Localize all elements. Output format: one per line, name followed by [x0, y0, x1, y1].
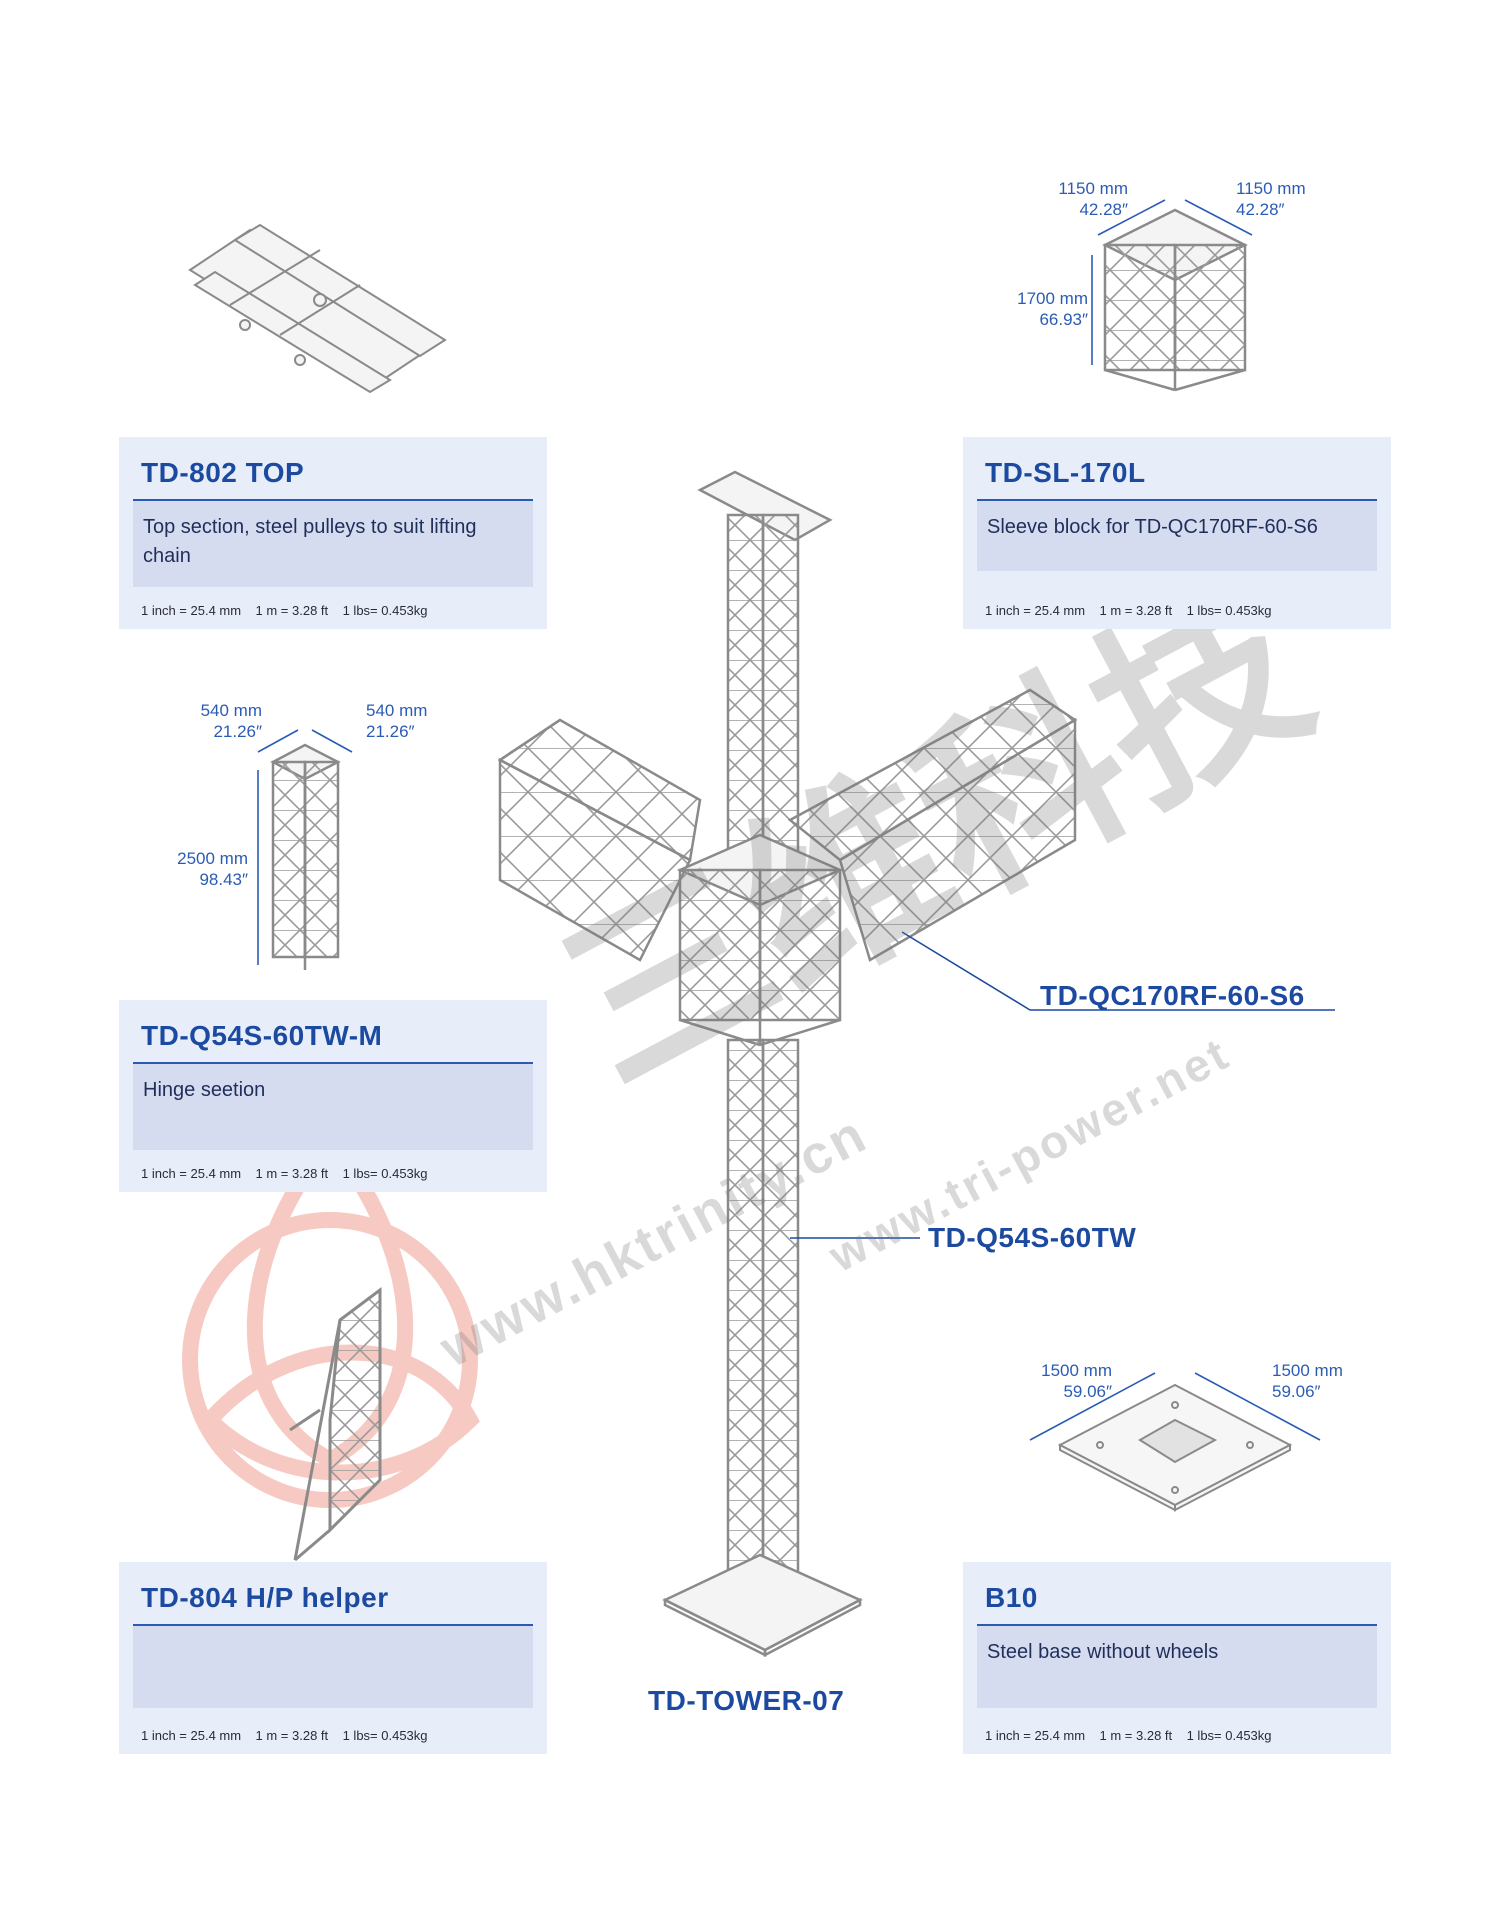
callout-td-tower-07: TD-TOWER-07 [648, 1685, 845, 1716]
card-units: 1 inch = 25.4 mm 1 m = 3.28 ft 1 lbs= 0.… [141, 1166, 428, 1181]
card-td-sl-170l: TD-SL-170L Sleeve block for TD-QC170RF-6… [963, 437, 1391, 629]
card-description: Hinge seetion [133, 1064, 533, 1150]
card-title: TD-804 H/P helper [141, 1582, 389, 1613]
sleeve-block-drawing [1102, 208, 1248, 392]
dim-hinge-width-right: 540 mm 21.26″ [366, 701, 428, 741]
card-td-q54s-60tw-m: TD-Q54S-60TW-M Hinge seetion 1 inch = 25… [119, 1000, 547, 1192]
callout-leaders [790, 931, 1335, 1239]
card-rule [133, 1624, 533, 1626]
card-units: 1 inch = 25.4 mm 1 m = 3.28 ft 1 lbs= 0.… [985, 1728, 1272, 1743]
tower-drawing [497, 470, 1078, 1658]
card-description: Top section, steel pulleys to suit lifti… [133, 501, 533, 587]
card-description: Steel base without wheels [977, 1626, 1377, 1708]
card-title: TD-Q54S-60TW-M [141, 1020, 383, 1051]
card-units: 1 inch = 25.4 mm 1 m = 3.28 ft 1 lbs= 0.… [141, 1728, 428, 1743]
card-title: TD-802 TOP [141, 457, 305, 488]
dim-sleeve-width-left: 1150 mm 42.28″ [1058, 179, 1128, 219]
dim-hinge-height: 2500 mm 98.43″ [177, 849, 248, 889]
top-section-drawing [188, 223, 447, 394]
card-units: 1 inch = 25.4 mm 1 m = 3.28 ft 1 lbs= 0.… [141, 603, 428, 618]
card-td-802-top: TD-802 TOP Top section, steel pulleys to… [119, 437, 547, 629]
callout-td-q54s-60tw: TD-Q54S-60TW [928, 1222, 1137, 1253]
dim-sleeve-height: 1700 mm 66.93″ [1017, 289, 1088, 329]
card-td-804-hp-helper: TD-804 H/P helper 1 inch = 25.4 mm 1 m =… [119, 1562, 547, 1754]
card-rule [133, 1062, 533, 1064]
card-title: B10 [985, 1582, 1038, 1613]
hp-helper-drawing [289, 1287, 382, 1562]
dim-base-width-left: 1500 mm 59.06″ [1041, 1361, 1112, 1401]
callout-td-qc170rf-60-s6: TD-QC170RF-60-S6 [1040, 980, 1305, 1011]
card-description [133, 1626, 533, 1708]
card-rule [977, 1624, 1377, 1626]
dim-base-width-right: 1500 mm 59.06″ [1272, 1361, 1343, 1401]
card-units: 1 inch = 25.4 mm 1 m = 3.28 ft 1 lbs= 0.… [985, 603, 1272, 618]
dimension-lines [257, 199, 1321, 1441]
card-rule [133, 499, 533, 501]
steel-base-drawing [1057, 1383, 1293, 1512]
card-description: Sleeve block for TD-QC170RF-60-S6 [977, 501, 1377, 571]
card-rule [977, 499, 1377, 501]
dim-sleeve-width-right: 1150 mm 42.28″ [1236, 179, 1306, 219]
dim-hinge-width-left: 540 mm 21.26″ [200, 701, 262, 741]
card-title: TD-SL-170L [985, 457, 1146, 488]
hinge-section-drawing [270, 743, 341, 970]
card-b10: B10 Steel base without wheels 1 inch = 2… [963, 1562, 1391, 1754]
